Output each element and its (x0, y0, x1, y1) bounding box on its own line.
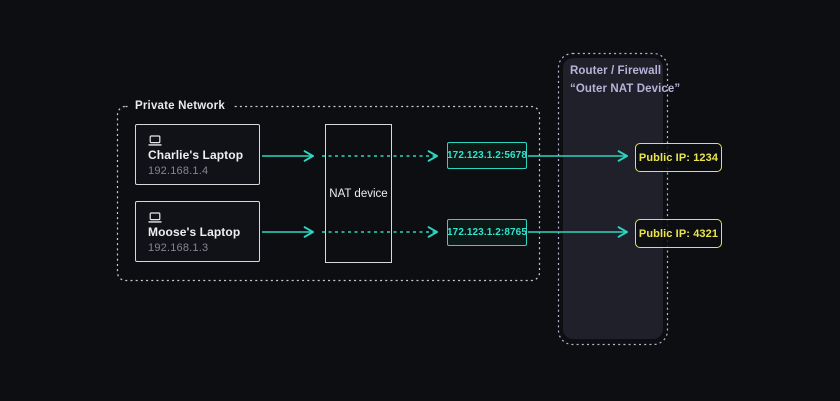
laptop-icon (148, 133, 247, 146)
device-name: Moose's Laptop (148, 225, 241, 239)
private-network-dashed-border (116, 105, 541, 282)
translated-address-box-1: 172.123.1.2:5678 (447, 142, 527, 169)
router-title-line2: “Outer NAT Device” (570, 83, 681, 96)
device-ip: 192.168.1.3 (148, 242, 209, 254)
device-card-moose: Moose's Laptop 192.168.1.3 (135, 201, 260, 262)
translated-address-box-2: 172.123.1.2:8765 (447, 219, 527, 246)
router-title-line1: Router / Firewall (570, 65, 662, 77)
router-firewall-title: Router / Firewall “Outer NAT Device” (570, 62, 680, 99)
router-firewall-dashed-border (557, 52, 669, 346)
public-ip-box-2: Public IP: 4321 (635, 219, 722, 248)
device-name: Charlie's Laptop (148, 148, 244, 162)
device-card-charlie: Charlie's Laptop 192.168.1.4 (135, 124, 260, 185)
device-ip: 192.168.1.4 (148, 165, 209, 177)
private-network-label: Private Network (128, 99, 232, 113)
nat-device-box: NAT device (325, 124, 392, 263)
laptop-icon (148, 210, 247, 223)
router-firewall-panel (563, 58, 663, 339)
nat-device-label: NAT device (329, 187, 388, 200)
public-ip-box-1: Public IP: 1234 (635, 143, 722, 172)
